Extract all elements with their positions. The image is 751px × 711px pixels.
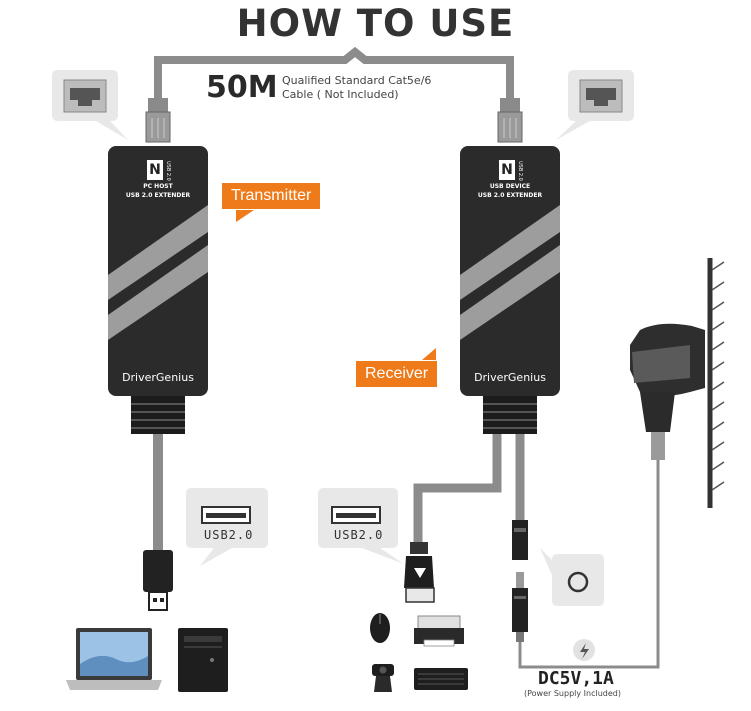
power-cord [518,460,660,669]
receiver-badge-letter: N [501,162,513,178]
receiver-unit [460,146,560,434]
cable-desc-line1: Qualified Standard Cat5e/6 [282,74,432,87]
transmitter-tag: Transmitter [222,183,321,209]
ethernet-cable [154,46,514,110]
usb-port-right-bubble [318,488,404,564]
transmitter-badge-letter: N [149,162,161,178]
receiver-product-label: USB 2.0 EXTENDER [477,192,543,199]
transmitter-badge-side: USB 2.0 [165,161,171,181]
receiver-tag: Receiver [356,361,438,387]
rj45-plug-left-icon [145,98,171,143]
printer-icon [414,615,464,647]
usb-right-label: USB2.0 [334,528,384,542]
rj45-plug-right-icon [497,98,523,143]
transmitter-unit [108,146,208,434]
usb-left-label: USB2.0 [204,528,254,542]
receiver-mode-label: USB DEVICE [489,183,531,190]
webcam-icon [372,664,394,692]
transmitter-brand: DriverGenius [122,371,194,384]
laptop-icon [66,628,162,690]
rj45-port-left-icon [52,70,128,140]
wall-icon [707,258,725,508]
dc-port-bubble [540,548,604,606]
cable-length: 50M [206,70,278,105]
transmitter-product-label: USB 2.0 EXTENDER [125,192,191,199]
receiver-badge-side: USB 2.0 [517,161,523,181]
receiver-brand: DriverGenius [474,371,546,384]
cable-desc-line2: Cable ( Not Included) [282,88,399,101]
power-adapter-icon [630,323,705,460]
rj45-port-right-icon [556,70,634,140]
desktop-tower-icon [178,628,228,692]
usb-a-plug-icon [143,550,173,611]
mouse-icon [370,613,390,643]
transmitter-mode-label: PC HOST [143,183,173,190]
power-rating: DC5V,1A [538,668,614,689]
page-title: HOW TO USE [236,2,515,45]
dc-jack-icon [512,520,528,642]
keyboard-icon [414,668,468,690]
usb-a-socket-icon [404,542,435,603]
usb-port-left-bubble [186,488,268,566]
receiver-usb-cable [413,434,502,545]
power-note: (Power Supply Included) [524,689,621,698]
